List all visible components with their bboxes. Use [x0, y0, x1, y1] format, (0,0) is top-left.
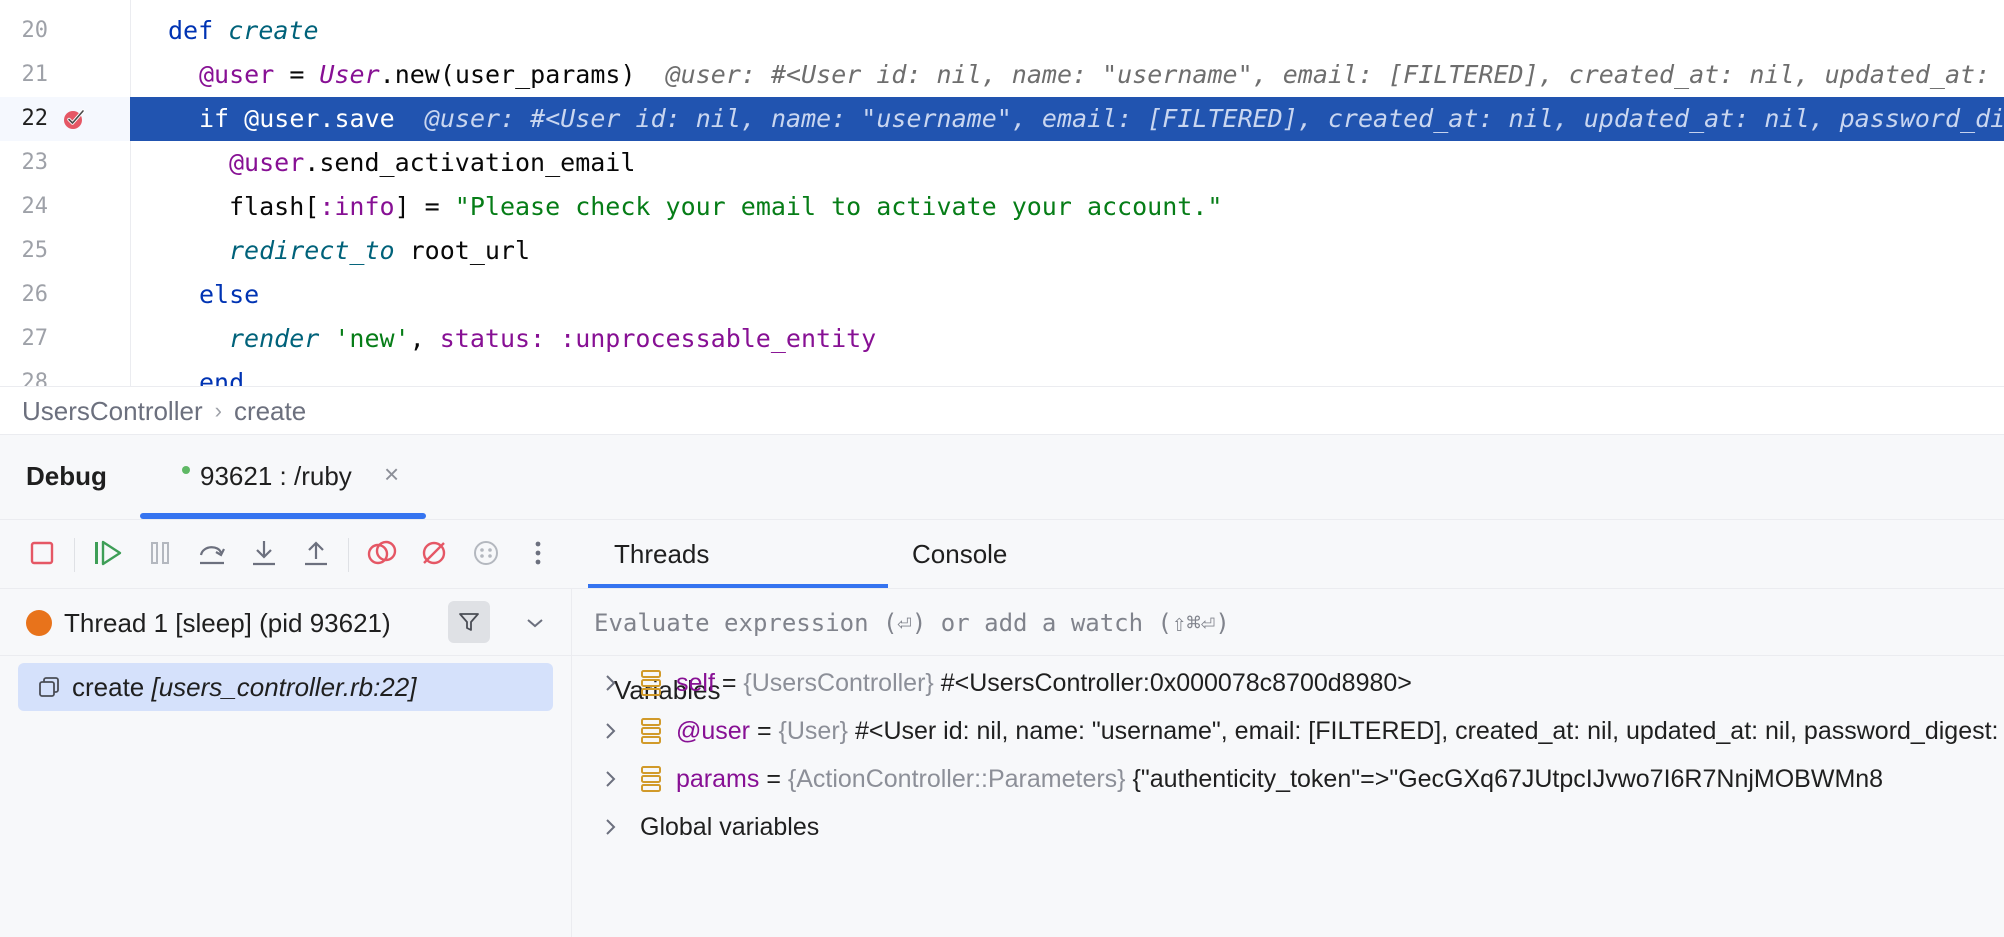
line-number: 24 — [21, 194, 49, 219]
active-tab-underline — [140, 513, 426, 519]
code-line[interactable]: 27 render 'new', status: :unprocessable_… — [0, 317, 2004, 361]
code-line[interactable]: 21 @user = User.new(user_params) @user: … — [0, 53, 2004, 97]
tab-console[interactable]: Console — [912, 539, 1008, 569]
field-icon — [641, 670, 661, 696]
inline-value-hint: @user: #<User id: nil, name: "username",… — [424, 104, 2004, 133]
step-out-icon[interactable] — [298, 535, 334, 571]
code-text: redirect_to root_url — [229, 236, 531, 265]
global-variables-label: Global variables — [640, 813, 820, 841]
chevron-down-icon[interactable] — [520, 609, 550, 637]
mute-breakpoints-icon[interactable] — [416, 535, 452, 571]
code-text: end — [199, 368, 245, 386]
more-options-icon[interactable] — [520, 535, 556, 571]
variable-text: self = {UsersController} #<UsersControll… — [676, 669, 1412, 697]
breadcrumb-item-class[interactable]: UsersController — [22, 395, 203, 426]
thread-divider — [0, 655, 571, 656]
variable-row-self[interactable]: self = {UsersController} #<UsersControll… — [572, 660, 2004, 706]
chevron-right-icon[interactable] — [602, 673, 618, 693]
threads-icon[interactable] — [468, 535, 504, 571]
filter-icon[interactable] — [448, 601, 490, 643]
thread-status-icon — [26, 610, 52, 636]
code-text: if @user.save @user: #<User id: nil, nam… — [199, 97, 2004, 141]
line-number: 21 — [21, 62, 49, 87]
thread-label: Thread 1 [sleep] (pid 93621) — [64, 608, 391, 638]
line-number: 27 — [21, 326, 49, 351]
line-number: 28 — [21, 370, 49, 386]
code-line[interactable]: 24 flash[:info] = "Please check your ema… — [0, 185, 2004, 229]
view-breakpoints-icon[interactable] — [364, 535, 400, 571]
panel-splitter[interactable] — [571, 588, 572, 937]
breakpoint-hit-icon[interactable] — [62, 107, 86, 131]
code-line[interactable]: 28 end — [0, 361, 2004, 386]
debug-session-tab[interactable]: 93621 : /ruby × — [140, 435, 426, 519]
tab-threads-variables[interactable]: Threads & Variables — [614, 539, 721, 705]
debug-tool-window: Debug 93621 : /ruby × — [0, 434, 2004, 937]
line-number: 23 — [21, 150, 49, 175]
line-number: 20 — [21, 18, 49, 43]
gutter-divider — [130, 0, 131, 386]
active-tab-underline — [588, 584, 888, 588]
panel-divider — [0, 588, 2004, 589]
chevron-right-icon[interactable] — [602, 817, 618, 837]
resume-icon[interactable] — [90, 535, 126, 571]
chevron-right-icon[interactable] — [602, 769, 618, 789]
line-number: 26 — [21, 282, 49, 307]
session-running-indicator — [182, 466, 190, 474]
code-text: @user.send_activation_email — [229, 148, 636, 177]
code-line[interactable]: 20 def create — [0, 9, 2004, 53]
code-line-current[interactable]: 22 if @user.save @user: #<User id: nil, … — [0, 97, 2004, 141]
inline-value-hint: @user: #<User id: nil, name: "username",… — [665, 60, 1991, 89]
toolbar-separator — [74, 538, 75, 572]
code-text: def create — [168, 16, 319, 45]
code-text: else — [199, 280, 260, 309]
evaluate-expression-input[interactable] — [592, 597, 1996, 649]
variable-row-params[interactable]: params = {ActionController::Parameters} … — [572, 756, 2004, 802]
code-line[interactable]: 25 redirect_to root_url — [0, 229, 2004, 273]
frame-icon — [39, 677, 59, 697]
thread-selector[interactable]: Thread 1 [sleep] (pid 93621) — [0, 589, 571, 655]
code-line[interactable]: 23 @user.send_activation_email — [0, 141, 2004, 185]
debug-toolbar — [0, 520, 570, 588]
code-text: @user = User.new(user_params) @user: #<U… — [199, 53, 2004, 97]
variable-row-user[interactable]: @user = {User} #<User id: nil, name: "us… — [572, 708, 2004, 754]
field-icon — [641, 766, 661, 792]
step-over-icon[interactable] — [194, 535, 230, 571]
chevron-right-icon[interactable] — [602, 721, 618, 741]
code-text: render 'new', status: :unprocessable_ent… — [229, 324, 877, 353]
code-text: flash[:info] = "Please check your email … — [229, 192, 1223, 221]
stack-frame-item[interactable]: create [users_controller.rb:22] — [18, 663, 553, 711]
stop-icon[interactable] — [24, 535, 60, 571]
step-into-icon[interactable] — [246, 535, 282, 571]
pause-icon[interactable] — [142, 535, 178, 571]
close-icon[interactable]: × — [384, 459, 400, 489]
breadcrumb-separator: › — [214, 398, 222, 423]
session-tab-label: 93621 : /ruby — [200, 461, 352, 491]
variable-row-globals[interactable]: Global variables — [572, 804, 2004, 850]
header-divider — [0, 519, 2004, 520]
toolbar-separator — [348, 538, 349, 572]
line-number: 22 — [21, 106, 49, 131]
stack-frame-label: create [users_controller.rb:22] — [72, 672, 417, 702]
eval-divider — [572, 655, 2004, 656]
breadcrumb-item-method[interactable]: create — [233, 395, 307, 426]
editor-gutter[interactable] — [0, 0, 130, 386]
variable-text: params = {ActionController::Parameters} … — [676, 765, 1884, 793]
evaluate-expression-bar — [572, 589, 2004, 655]
tool-window-title: Debug — [26, 461, 107, 491]
line-number: 25 — [21, 238, 49, 263]
code-line[interactable]: 26 else — [0, 273, 2004, 317]
breadcrumb: UsersController › create — [0, 386, 2004, 435]
field-icon — [641, 718, 661, 744]
debug-header: Debug 93621 : /ruby × — [0, 435, 2004, 519]
code-editor[interactable]: 20 def create 21 @user = User.new(user_p… — [0, 0, 2004, 386]
variable-text: @user = {User} #<User id: nil, name: "us… — [676, 717, 2004, 745]
